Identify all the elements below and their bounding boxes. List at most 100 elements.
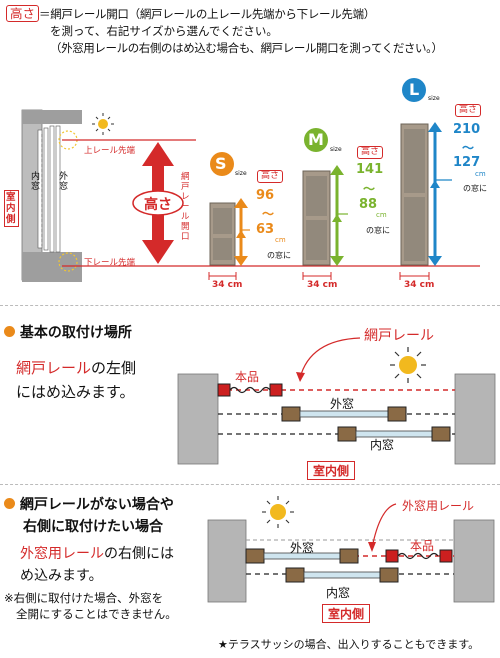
s-max: 96 (256, 188, 275, 203)
s-width: 34 cm (212, 280, 242, 290)
m-width-unit: cm (322, 280, 338, 290)
m-min: 88 (359, 197, 378, 212)
section2-diagram (207, 496, 495, 603)
header-line3: （外窓用レールの右側のはめ込む場合も、網戸レール開口を測ってください。） (50, 41, 443, 55)
inner-window-right (379, 567, 399, 583)
l-unit: cm (475, 170, 486, 178)
l-width-value: 34 (404, 280, 417, 290)
section1-desc-red: 網戸レール (16, 359, 92, 377)
product-right-block (269, 383, 283, 397)
s-badge (210, 152, 234, 176)
section1-desc: 網戸レールの左側 にはめ込みます。 (16, 356, 136, 404)
rail-opening-label-vertical: 網戸レール開口 (181, 172, 190, 242)
divider-top (0, 305, 500, 306)
lower-rail-label: 下レール先端 (84, 258, 136, 268)
m-max: 141 (356, 162, 384, 177)
l-tilde: 〜 (462, 141, 475, 155)
m-tilde: 〜 (363, 182, 376, 196)
right-wall (454, 373, 496, 465)
s-size-word: size (235, 170, 247, 177)
product-mesh (229, 386, 271, 394)
s-range-arrow (234, 198, 250, 266)
section1-desc-line2: にはめ込みます。 (16, 383, 135, 401)
l-range-arrow (428, 122, 452, 266)
l-badge (402, 78, 426, 102)
header-line1: ＝網戸レール開口（網戸レールの上レール先端から下レール先端） (39, 7, 376, 21)
left-wall (207, 519, 247, 603)
section2-product-label: 本品 (410, 539, 435, 553)
l-height-tag: 高さ (455, 104, 482, 117)
m-letter: M (308, 130, 324, 149)
l-suffix: の窓に (463, 184, 487, 193)
width-brackets (208, 272, 430, 280)
product-left-block (217, 383, 231, 397)
section1-inner-window: 内窓 (370, 438, 395, 452)
section2-title-line1: 網戸レールがない場合や (19, 497, 174, 513)
section1-rail-label: 網戸レール (364, 328, 434, 344)
s-tilde: 〜 (262, 207, 275, 221)
section1-indoor-side: 室内側 (307, 461, 356, 480)
rail-pointer-arrow (371, 503, 397, 549)
m-suffix: の窓に (366, 226, 390, 235)
section2-rail-label: 外窓用レール (402, 499, 475, 513)
section1-title-text: 基本の取付け場所 (19, 325, 132, 341)
screen-l-photo (400, 123, 429, 266)
height-arrow (132, 142, 184, 264)
m-range-arrow (330, 165, 348, 266)
s-width-unit: cm (227, 280, 243, 290)
s-height-tag: 高さ (257, 170, 284, 183)
height-label: 高さ (6, 5, 40, 22)
size-diagram (21, 78, 480, 282)
left-wall (177, 373, 219, 465)
height-big-label: 高さ (144, 197, 172, 213)
s-unit: cm (275, 236, 286, 244)
l-size-word: size (428, 95, 440, 102)
upper-rail-label: 上レール先端 (84, 146, 136, 156)
m-size-word: size (330, 146, 342, 153)
header: 高さ＝網戸レール開口（網戸レールの上レール先端から下レール先端） を測って、右記… (6, 5, 498, 56)
section2-desc: 外窓用レールの右側には め込みます。 (20, 543, 174, 587)
l-max: 210 (453, 122, 481, 137)
screen-s-photo (209, 202, 236, 266)
inner-window-left (337, 426, 357, 442)
divider-bottom (0, 484, 500, 485)
section2-note-line2: 全開にすることはできません。 (16, 607, 177, 621)
indoor-side-label-vertical: 室内側 (4, 190, 19, 227)
outer-window-left (281, 406, 301, 422)
section2-title: 網戸レールがない場合や 右側に取付けたい場合 (4, 494, 174, 538)
m-unit: cm (376, 211, 387, 219)
right-wall (453, 519, 495, 603)
section2-desc-red: 外窓用レール (20, 546, 104, 562)
section2-footer: ★テラスサッシの場合、出入りすることもできます。 (218, 638, 480, 651)
section1-desc-rest: の左側 (91, 359, 137, 377)
sun-icon (390, 347, 426, 383)
window-cross-section (21, 109, 82, 282)
product-right-block (439, 549, 453, 563)
bullet-icon (4, 498, 15, 509)
section1-title: 基本の取付け場所 (4, 322, 132, 342)
inner-window-right (431, 426, 451, 442)
sun-icon (92, 113, 114, 135)
section2-title-line2: 右側に取付けたい場合 (23, 519, 163, 535)
s-suffix: の窓に (267, 251, 291, 260)
product-left-block (385, 549, 399, 563)
inner-window-label-vertical: 内窓 (31, 172, 41, 192)
header-line2: を測って、右記サイズから選んでください。 (50, 24, 278, 38)
outer-window-label-vertical: 外窓 (59, 172, 69, 192)
section2-inner-window: 内窓 (326, 586, 351, 600)
outer-window-left (245, 548, 265, 564)
inner-window-left (285, 567, 305, 583)
m-width: 34 cm (307, 280, 337, 290)
section2-note-line1: ※右側に取付けた場合、外窓を (4, 591, 164, 605)
rail-pointer-arrow (299, 337, 361, 379)
sun-icon (262, 496, 294, 528)
s-width-value: 34 (212, 280, 225, 290)
s-min: 63 (256, 222, 275, 237)
outer-window-right (387, 406, 407, 422)
section1-outer-window: 外窓 (330, 397, 355, 411)
outer-window-right (339, 548, 359, 564)
screen-m-photo (302, 170, 331, 266)
section2-outer-window: 外窓 (290, 541, 315, 555)
s-letter: S (215, 154, 227, 173)
product-mesh (397, 552, 439, 560)
